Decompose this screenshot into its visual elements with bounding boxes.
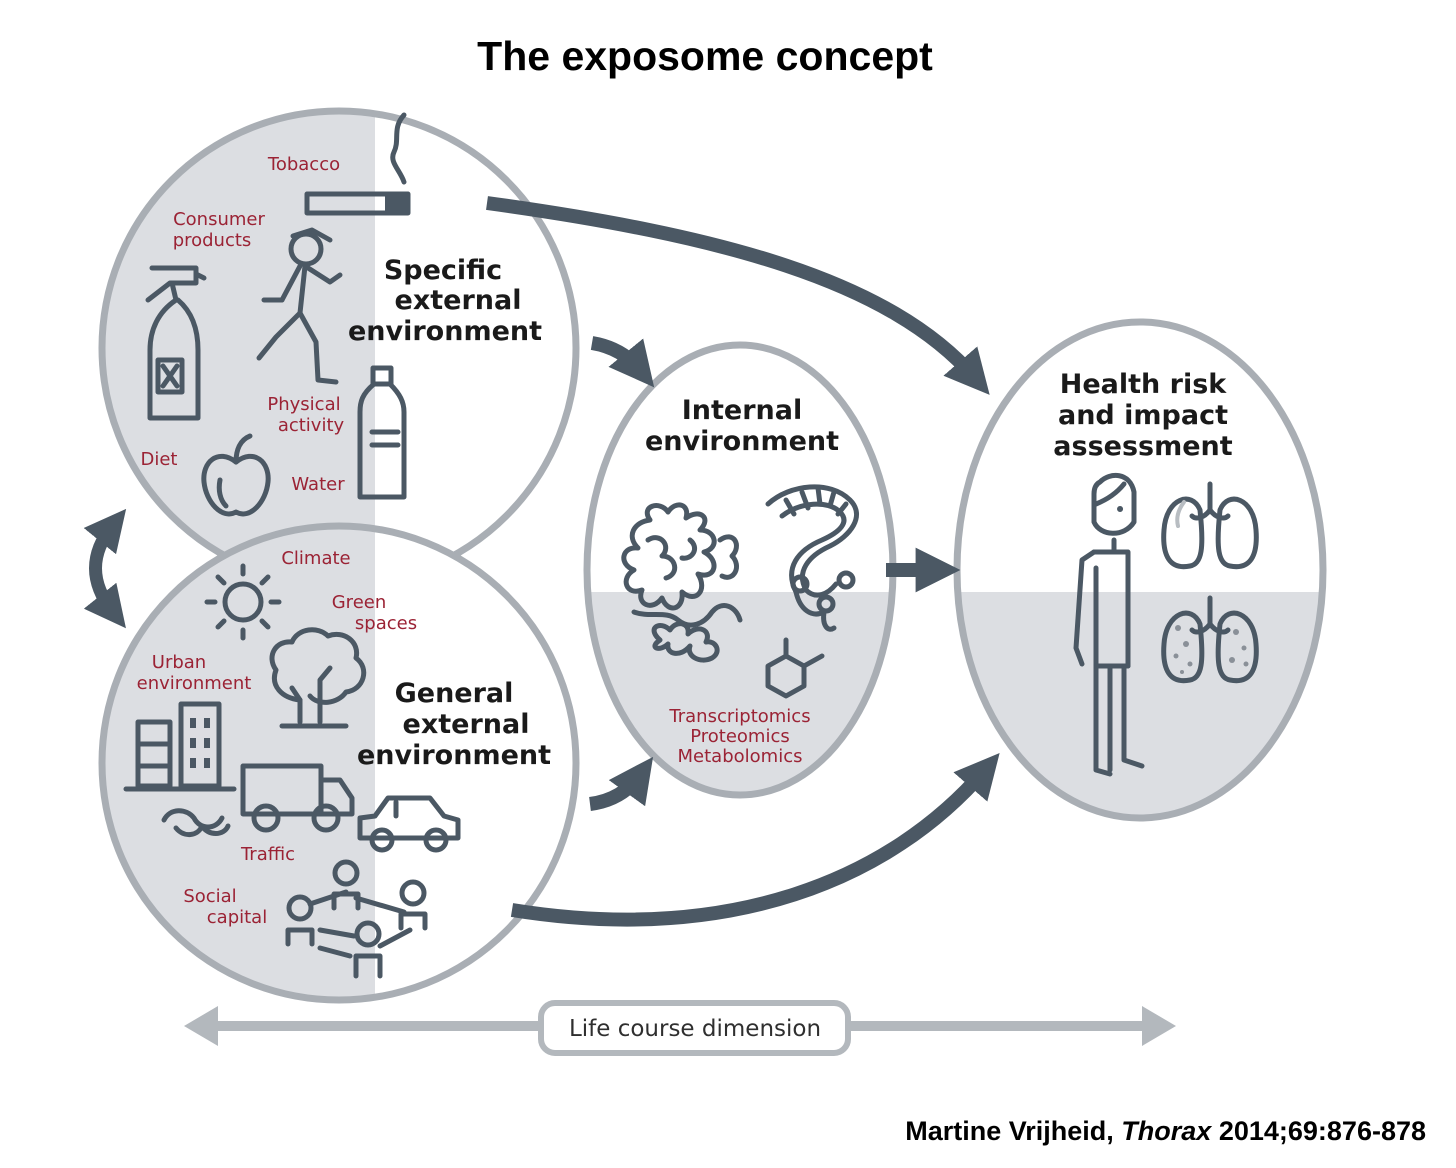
health-heading-line1: Health risk: [1060, 369, 1228, 400]
health-heading-line3: assessment: [1053, 431, 1232, 462]
apple-icon: [201, 433, 271, 517]
runner-icon: [256, 227, 343, 385]
label-consumer-line1: Consumer: [173, 209, 265, 230]
label-tobacco: Tobacco: [267, 154, 340, 175]
internal-heading-line2: environment: [645, 426, 839, 457]
protein-icon: [621, 502, 743, 663]
general-heading: General external environment: [357, 678, 551, 771]
person-icon: [1073, 472, 1145, 777]
tree-icon: [269, 627, 367, 729]
label-green-line1: Green: [332, 592, 387, 613]
buildings-icon: [123, 701, 237, 792]
health-heading-line2: and impact: [1058, 400, 1228, 431]
arrows: [83, 196, 1000, 927]
sun-icon: [204, 563, 282, 641]
specific-external-circle: [98, 107, 580, 589]
label-consumer-line2: products: [173, 230, 252, 251]
label-diet: Diet: [141, 449, 178, 470]
label-metabolomics: Metabolomics: [678, 746, 803, 767]
label-traffic: Traffic: [240, 844, 295, 865]
label-water: Water: [291, 474, 345, 495]
label-green-line2: spaces: [355, 613, 417, 634]
molecule-icon: [765, 637, 825, 699]
general-heading-line3: environment: [357, 740, 551, 771]
car-icon: [357, 795, 461, 853]
cigarette-icon: [304, 112, 411, 216]
citation-sep1: ,: [1106, 1116, 1121, 1146]
label-proteomics: Proteomics: [690, 726, 790, 747]
label-transcriptomics: Transcriptomics: [668, 706, 810, 727]
diseased-lungs-icon: [1161, 595, 1259, 684]
health-heading: Health risk and impact assessment: [1053, 369, 1232, 462]
label-climate: Climate: [281, 548, 350, 569]
page-title: The exposome concept: [477, 33, 933, 79]
specific-heading: Specific external environment: [348, 255, 542, 347]
arrow-specific-general-bidirectional: [83, 508, 127, 629]
label-social-line2: capital: [207, 907, 267, 928]
label-urban-line2: environment: [137, 673, 252, 694]
specific-heading-line2: external: [395, 285, 522, 316]
dna-icon: [765, 484, 859, 632]
smog-icon: [161, 808, 231, 837]
arrow-specific-to-health: [486, 196, 990, 395]
people-network-icon: [285, 859, 428, 979]
citation-sep2: [1211, 1116, 1219, 1146]
life-course-bar: Life course dimension: [184, 1000, 1176, 1056]
general-heading-line2: external: [403, 709, 530, 740]
general-heading-line1: General: [395, 678, 514, 709]
citation-journal: Thorax: [1121, 1116, 1212, 1146]
arrow-general-to-internal: [588, 756, 654, 811]
healthy-lungs-icon: [1161, 481, 1259, 570]
citation-ref: 2014;69:876-878: [1219, 1116, 1426, 1146]
internal-heading-line1: Internal: [682, 395, 803, 426]
spray-bottle-icon: [145, 265, 207, 421]
arrow-general-to-health: [510, 753, 1000, 927]
label-physical-line2: activity: [278, 415, 345, 436]
truck-icon: [240, 763, 355, 833]
label-social-line1: Social: [183, 886, 236, 907]
citation: Martine Vrijheid, Thorax 2014;69:876-878: [905, 1116, 1426, 1146]
label-urban-line1: Urban: [152, 652, 206, 673]
label-physical-line1: Physical: [267, 394, 340, 415]
citation-author: Martine Vrijheid: [905, 1116, 1106, 1146]
water-bottle-icon: [357, 365, 407, 500]
life-course-label: Life course dimension: [569, 1016, 821, 1042]
internal-heading: Internal environment: [645, 395, 839, 457]
arrow-specific-to-internal: [590, 336, 655, 388]
specific-heading-line1: Specific: [384, 255, 502, 286]
specific-heading-line3: environment: [348, 316, 542, 347]
